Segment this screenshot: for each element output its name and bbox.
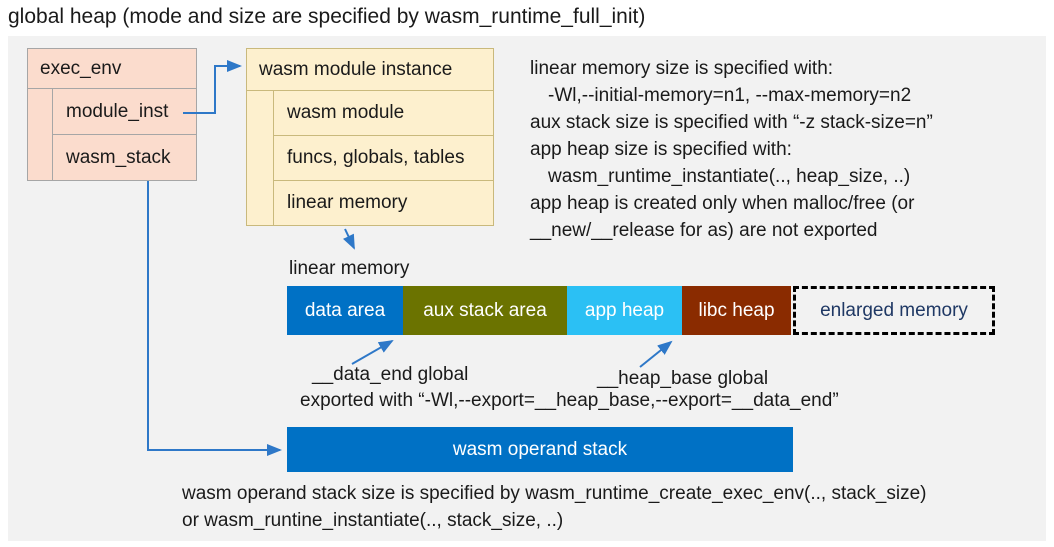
note-line: linear memory size is specified with: bbox=[530, 58, 834, 79]
heap-base-global-label: __heap_base global bbox=[597, 368, 769, 389]
segment-app-heap: app heap bbox=[567, 286, 682, 335]
segment-libc-heap: libc heap bbox=[682, 286, 791, 335]
footer-line: wasm operand stack size is specified by … bbox=[182, 483, 927, 504]
operand-stack-notes: wasm operand stack size is specified by … bbox=[182, 480, 927, 534]
note-line: -Wl,--initial-memory=n1, --max-memory=n2 bbox=[548, 85, 912, 106]
wasm-module-instance-box: wasm module instance wasm module funcs, … bbox=[246, 48, 494, 226]
segment-aux-stack-area: aux stack area bbox=[403, 286, 567, 335]
row-funcs-globals-tables: funcs, globals, tables bbox=[274, 135, 493, 180]
row-linear-memory: linear memory bbox=[274, 180, 493, 225]
exec-env-rows: module_inst wasm_stack bbox=[52, 89, 196, 180]
exec-env-row-module-inst: module_inst bbox=[66, 100, 169, 122]
wasm-operand-stack-bar: wasm operand stack bbox=[287, 427, 793, 472]
note-line: __new/__release for as) are not exported bbox=[530, 220, 878, 241]
linear-memory-bar: data area aux stack area app heap libc h… bbox=[287, 286, 791, 335]
note-line: app heap is created only when malloc/fre… bbox=[530, 193, 915, 214]
memory-size-notes: linear memory size is specified with: -W… bbox=[530, 55, 933, 244]
wasm-module-instance-rows: wasm module funcs, globals, tables linea… bbox=[273, 91, 493, 225]
note-line: app heap size is specified with: bbox=[530, 139, 792, 160]
linear-memory-label: linear memory bbox=[289, 258, 410, 279]
diagram-title: global heap (mode and size are specified… bbox=[8, 5, 646, 28]
data-end-global-label: __data_end global bbox=[312, 364, 469, 385]
exported-with-label: exported with “-Wl,--export=__heap_base,… bbox=[300, 390, 839, 411]
segment-data-area: data area bbox=[287, 286, 403, 335]
note-line: wasm_runtime_instantiate(.., heap_size, … bbox=[548, 166, 911, 187]
footer-line: or wasm_runtine_instantiate(.., stack_si… bbox=[182, 510, 564, 531]
exec-env-box: exec_env module_inst wasm_stack bbox=[27, 48, 197, 181]
exec-env-row-wasm-stack: wasm_stack bbox=[53, 134, 196, 180]
segment-enlarged-memory: enlarged memory bbox=[793, 286, 995, 335]
note-line: aux stack size is specified with “-z sta… bbox=[530, 112, 933, 133]
wasm-module-instance-header: wasm module instance bbox=[247, 49, 493, 91]
row-wasm-module: wasm module bbox=[287, 102, 405, 123]
exec-env-header: exec_env bbox=[28, 49, 196, 89]
